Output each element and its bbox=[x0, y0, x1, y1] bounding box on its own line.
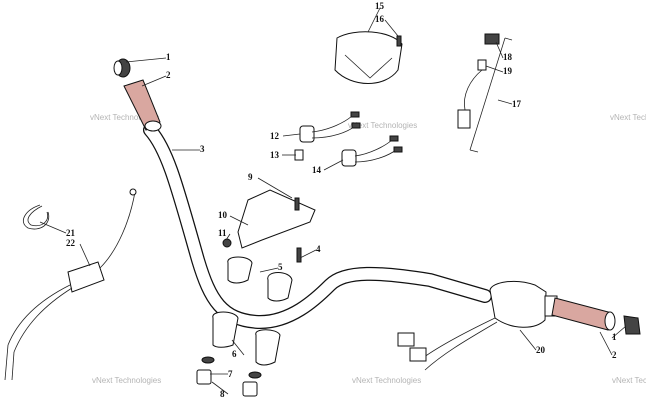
watermark-6: vNext Technologies bbox=[612, 376, 646, 385]
callout-11: 11 bbox=[218, 228, 227, 238]
callout-21: 21 bbox=[66, 228, 76, 238]
callout-2: 2 bbox=[166, 70, 171, 80]
callout-18: 18 bbox=[503, 52, 513, 62]
callout-16: 16 bbox=[375, 14, 385, 24]
right-switch-housing bbox=[397, 280, 641, 371]
callout-1: 1 bbox=[166, 52, 171, 62]
callout-7: 7 bbox=[228, 369, 233, 379]
callout-13: 13 bbox=[270, 150, 280, 160]
callout-14: 14 bbox=[312, 165, 322, 175]
callout-10: 10 bbox=[218, 210, 228, 220]
watermark-2: vNext Technologies bbox=[348, 121, 417, 130]
callout-22: 22 bbox=[66, 238, 76, 248]
handlebar bbox=[143, 123, 492, 329]
callout-8: 8 bbox=[220, 389, 225, 399]
watermark-5: vNext Technologies bbox=[352, 376, 421, 385]
callout-5: 5 bbox=[278, 262, 283, 272]
watermark-1: vNext Technologies bbox=[90, 113, 159, 122]
callout-4: 4 bbox=[316, 244, 321, 254]
watermark-4: vNext Technologies bbox=[92, 376, 161, 385]
callout-9: 9 bbox=[248, 172, 253, 182]
callout-20: 20 bbox=[536, 345, 546, 355]
callout-6: 6 bbox=[232, 349, 237, 359]
callouts: 1 2 3 4 5 6 7 8 9 10 11 12 13 14 15 16 1… bbox=[66, 1, 617, 399]
watermark-3: vNext Technologies bbox=[610, 113, 646, 122]
callout-17: 17 bbox=[512, 99, 522, 109]
callout-12: 12 bbox=[270, 131, 280, 141]
left-grip bbox=[113, 58, 162, 132]
riser-assembly bbox=[196, 189, 316, 397]
throttle-assembly bbox=[4, 188, 137, 381]
leader-lines bbox=[39, 7, 627, 395]
callout-1-right: 1 bbox=[612, 332, 617, 342]
key-switch bbox=[457, 33, 513, 153]
wiring-harness bbox=[294, 111, 403, 167]
callout-2-right: 2 bbox=[612, 350, 617, 360]
callout-19: 19 bbox=[503, 66, 513, 76]
callout-3: 3 bbox=[200, 144, 205, 154]
watermarks: vNext Technologies vNext Technologies vN… bbox=[90, 113, 646, 385]
headlight-pod bbox=[334, 31, 403, 84]
callout-15: 15 bbox=[375, 1, 385, 11]
